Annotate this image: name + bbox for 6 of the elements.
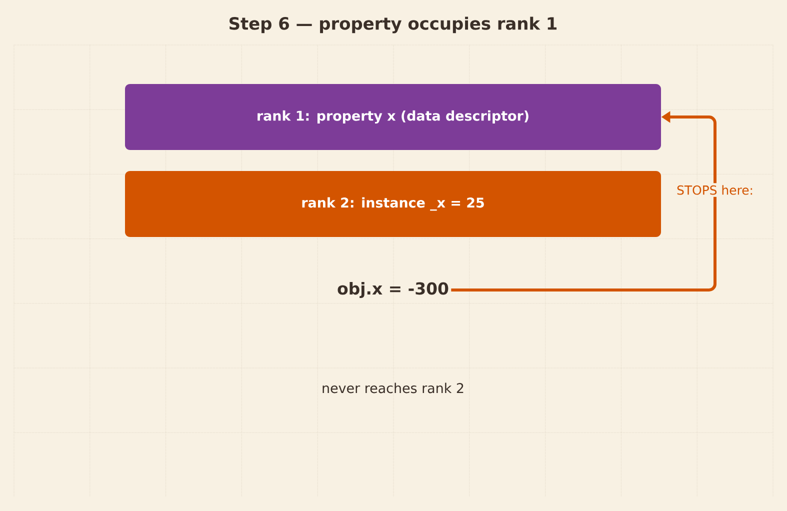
edge-label: STOPS here: [674, 183, 756, 197]
expression-text: obj.x = -300 [338, 282, 448, 298]
rank-box: rank 1: property x (data descriptor) [125, 84, 661, 150]
title: Step 6 — property occupies rank 1 [230, 16, 557, 34]
rank-box: rank 2: instance _x = 25 [125, 171, 661, 237]
note-text: never reaches rank 2 [322, 382, 464, 394]
